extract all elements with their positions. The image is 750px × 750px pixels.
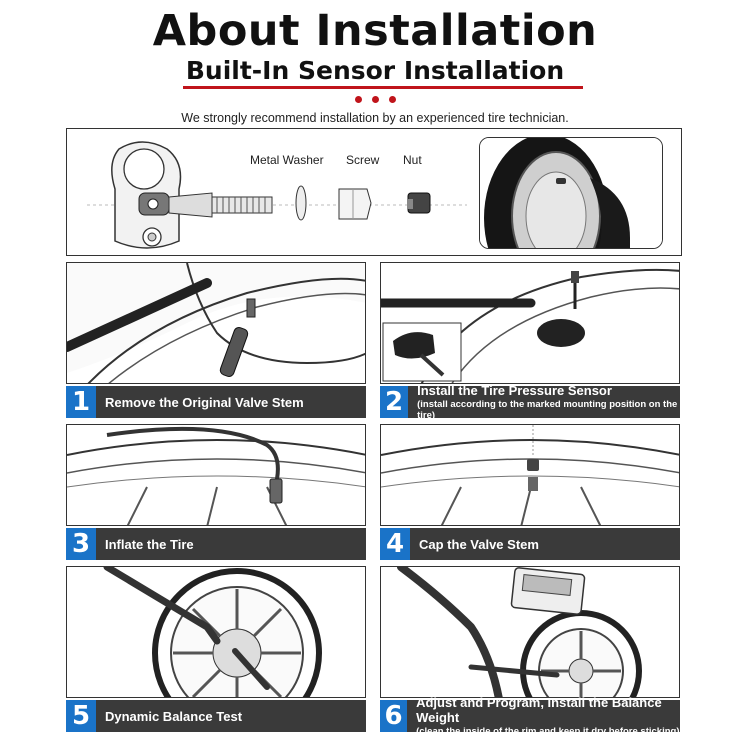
install-sensor-illustration [381,268,679,383]
screw-icon [338,188,372,220]
step-3-bar: 3 Inflate the Tire [66,528,366,560]
sensor-parts-illustration [87,141,467,249]
step-label: Adjust and Program, Install the Balance … [416,695,662,725]
step-1-panel [66,262,366,384]
dot-icon [388,96,396,103]
decorative-dots [0,96,750,103]
step-note: (install according to the marked mountin… [417,399,678,421]
step-label: Install the Tire Pressure Sensor [417,383,612,398]
subtitle-underline [183,86,583,89]
step-4-bar: 4 Cap the Valve Stem [380,528,680,560]
tire-photo [479,137,663,249]
step-note: (clean the inside of the rim and keep it… [416,726,680,737]
step-number: 6 [380,700,408,732]
inflate-tire-illustration [67,426,365,525]
step-2-bar: 2 Install the Tire Pressure Sensor (inst… [380,383,680,421]
cap-valve-illustration [381,425,679,525]
step-label: Remove the Original Valve Stem [105,394,304,410]
dot-icon [354,96,362,103]
step-label: Dynamic Balance Test [105,708,243,724]
program-weight-illustration [397,567,642,697]
valve-stem-icon [211,196,273,214]
balance-test-illustration [103,567,322,697]
step-2-panel [380,262,680,384]
step-label: Cap the Valve Stem [419,536,539,552]
remove-valve-illustration [67,263,365,383]
step-number: 1 [66,386,96,418]
step-4-panel [380,424,680,526]
step-6-bar: 6 Adjust and Program, Install the Balanc… [380,695,680,737]
step-1-bar: 1 Remove the Original Valve Stem [66,386,366,418]
step-number: 2 [380,386,409,418]
step-number: 4 [380,528,410,560]
step-3-panel [66,424,366,526]
step-5-panel [66,566,366,698]
step-5-bar: 5 Dynamic Balance Test [66,700,366,732]
metal-washer-label: Metal Washer [250,153,324,167]
page-title: About Installation [152,6,598,56]
step-label: Inflate the Tire [105,536,194,552]
screw-label: Screw [346,153,380,167]
step-6-panel [380,566,680,698]
dot-icon [371,96,379,103]
metal-washer-icon [295,185,307,221]
page-subtitle: Built-In Sensor Installation [185,56,565,85]
recommendation-text: We strongly recommend installation by an… [181,111,569,125]
nut-label: Nut [403,153,422,167]
tire-rim-illustration [480,138,662,248]
step-number: 5 [66,700,96,732]
sensor-parts-panel: Metal Washer Screw Nut [66,128,682,256]
step-number: 3 [66,528,96,560]
